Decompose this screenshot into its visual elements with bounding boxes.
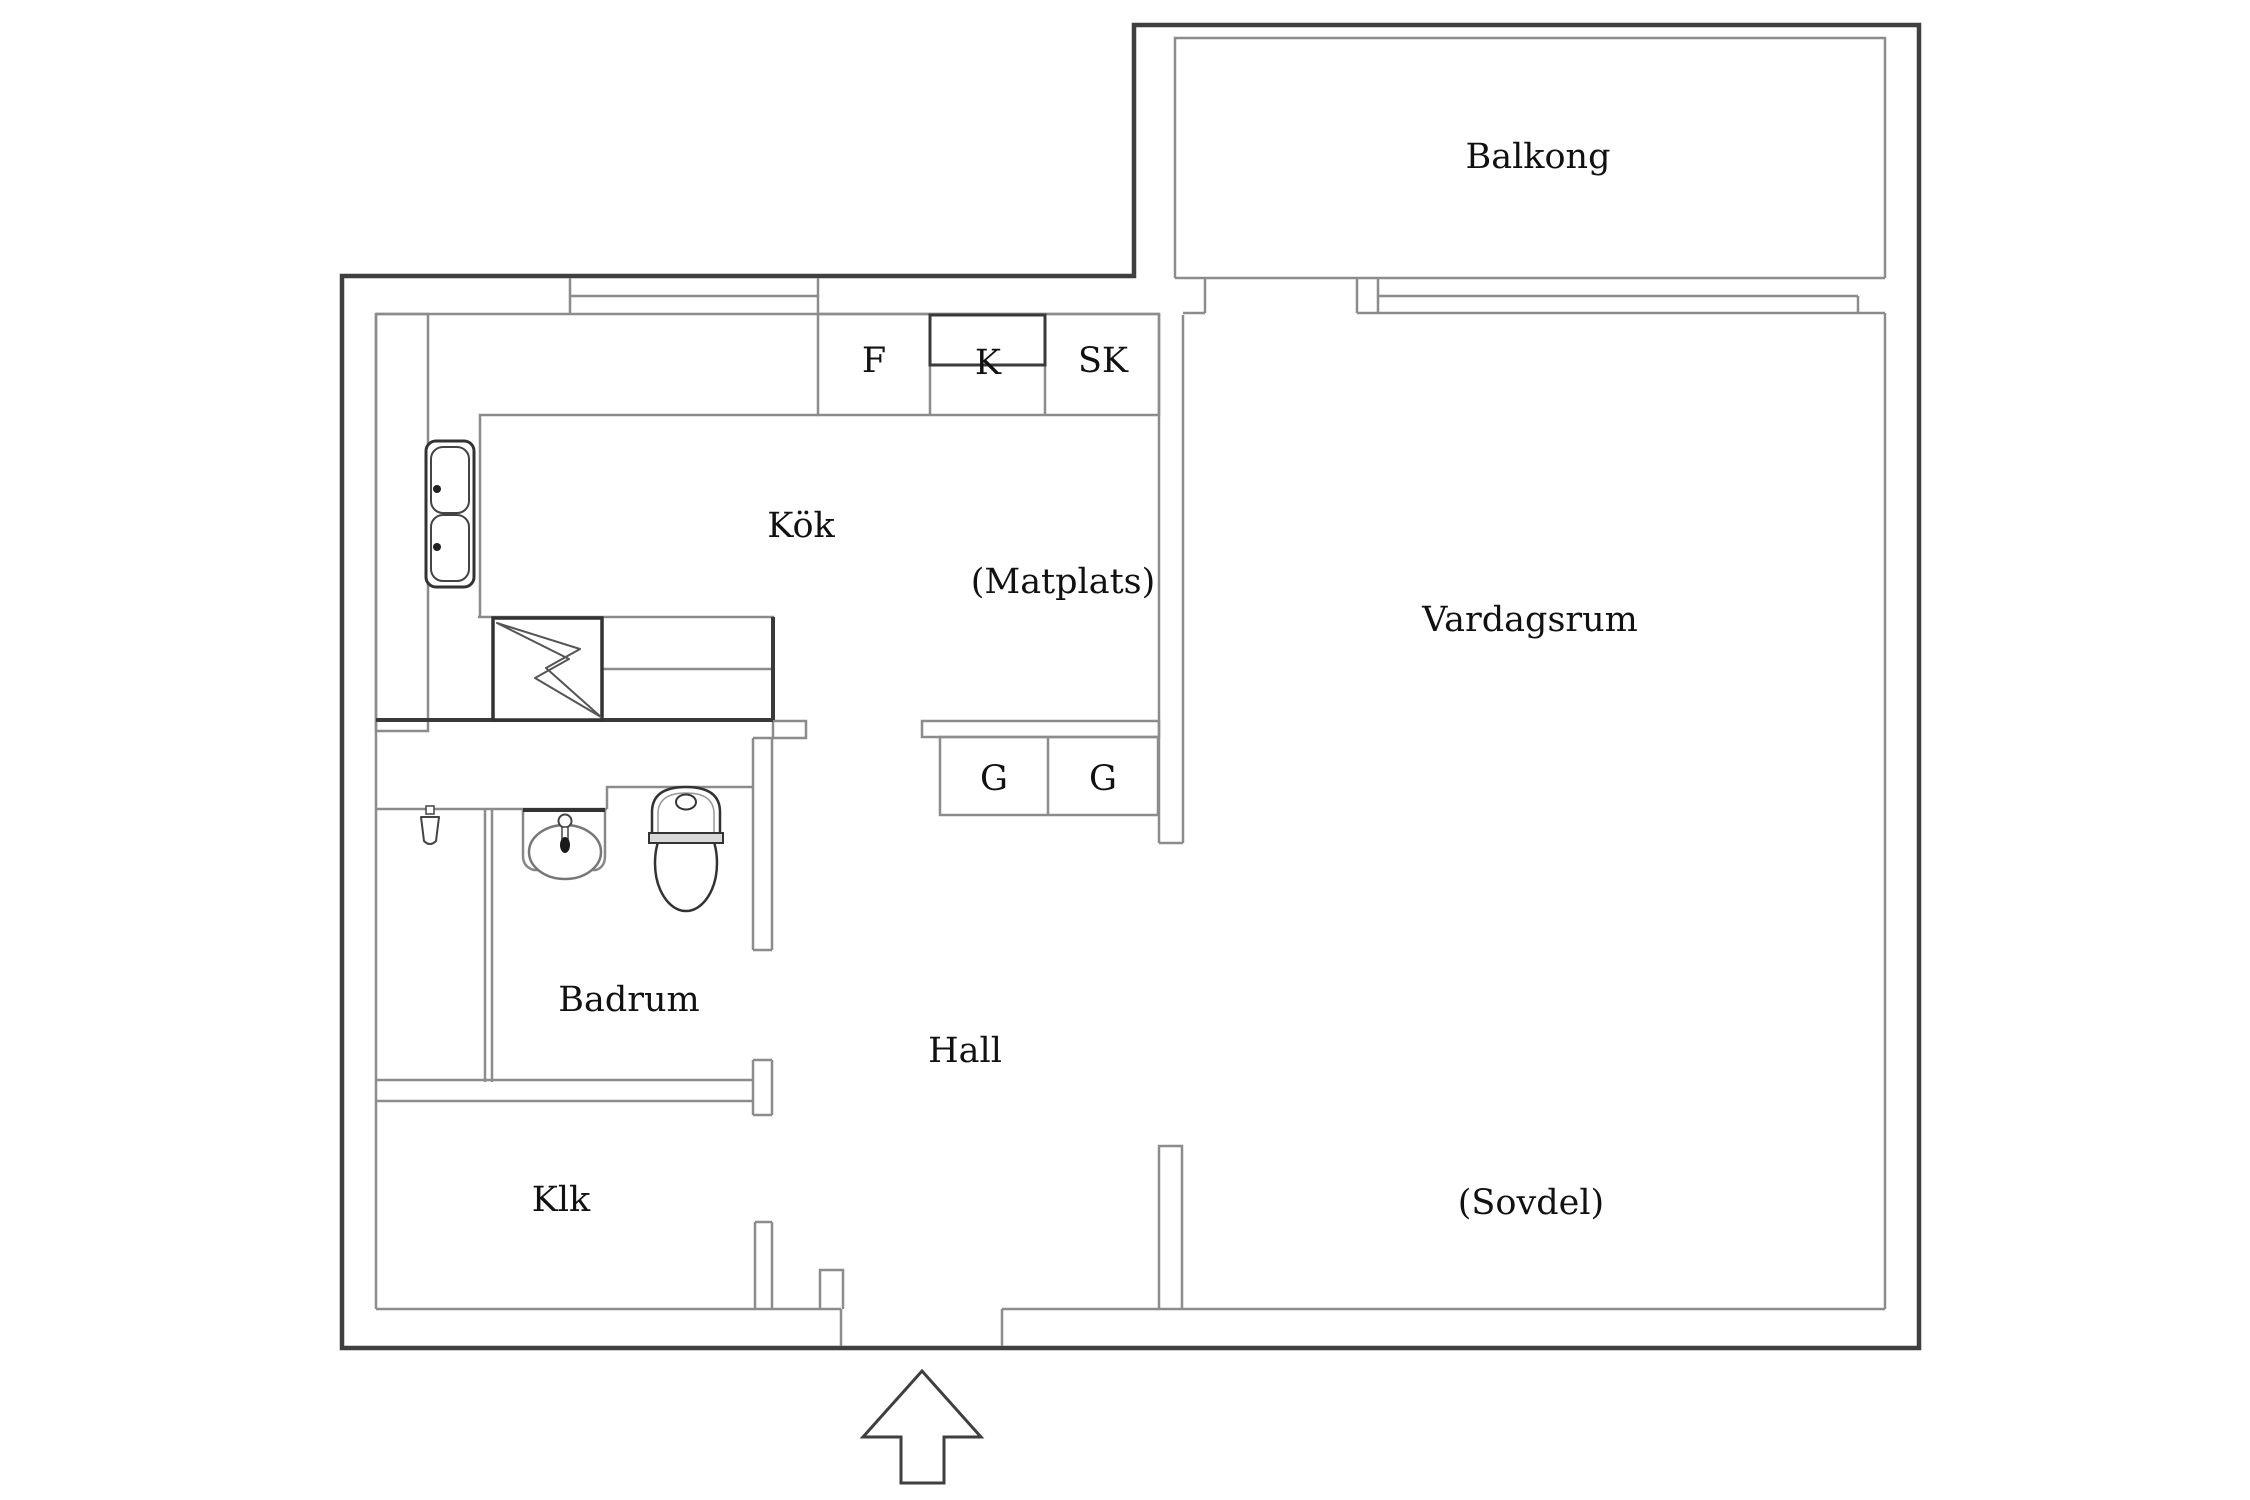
basin-icon — [521, 808, 607, 881]
room-label-vardagsrum: Vardagsrum — [1421, 600, 1638, 640]
room-label-matplats: (Matplats) — [971, 562, 1156, 602]
stove-icon — [491, 616, 604, 722]
faucet-icon — [557, 813, 573, 829]
building-outline — [339, 22, 1922, 1351]
bathroom-right-wall-upper — [751, 736, 774, 952]
room-label-badrum: Badrum — [558, 980, 699, 1020]
toilet-icon — [648, 785, 724, 913]
cabinet-label-k: K — [975, 343, 1002, 383]
klk-right-wall — [753, 1220, 774, 1309]
kitchen-door-jamb — [771, 719, 808, 740]
bathroom-bottom-wall — [376, 1078, 753, 1103]
entrance-jambs — [839, 1309, 1004, 1346]
shower-partition — [483, 809, 494, 1082]
room-label-balkong: Balkong — [1465, 137, 1610, 177]
room-label-hall: Hall — [928, 1031, 1002, 1071]
wardrobe-wall-band — [920, 719, 1161, 739]
room-label-kok: Kök — [767, 506, 835, 546]
exterior-walls — [339, 22, 1922, 1351]
toilet-alcove-wall — [605, 785, 753, 809]
bathroom-door-jamb — [751, 1058, 774, 1117]
lightning-bolt — [496, 622, 602, 718]
window-pier — [1355, 278, 1380, 313]
cabinet-label-g2: G — [1089, 759, 1117, 799]
room-label-sovdel: (Sovdel) — [1458, 1183, 1604, 1223]
cabinet-label-sk: SK — [1078, 341, 1129, 381]
kitchen-window — [568, 278, 820, 314]
room-label-klk: Klk — [532, 1180, 591, 1220]
livingroom-window — [1357, 294, 1885, 315]
kitchen-counter-left — [374, 312, 430, 733]
shower-icon — [420, 805, 440, 845]
entrance-arrow-icon — [859, 1368, 985, 1485]
accent-walls — [376, 313, 1047, 722]
balcony-inner — [1173, 36, 1887, 278]
sovdel-wall-stub — [1157, 1144, 1184, 1309]
kitchen-floor-edge — [478, 413, 818, 617]
k-unit-inset — [928, 313, 1047, 367]
balcony-door-jamb — [1183, 278, 1207, 315]
cabinet-label-g1: G — [980, 759, 1008, 799]
kitchen-sink-icon — [424, 439, 476, 589]
cabinet-label-f: F — [862, 341, 886, 381]
entrance-wall-stub — [818, 1268, 845, 1309]
kitchen-livingroom-wall — [1157, 313, 1185, 845]
